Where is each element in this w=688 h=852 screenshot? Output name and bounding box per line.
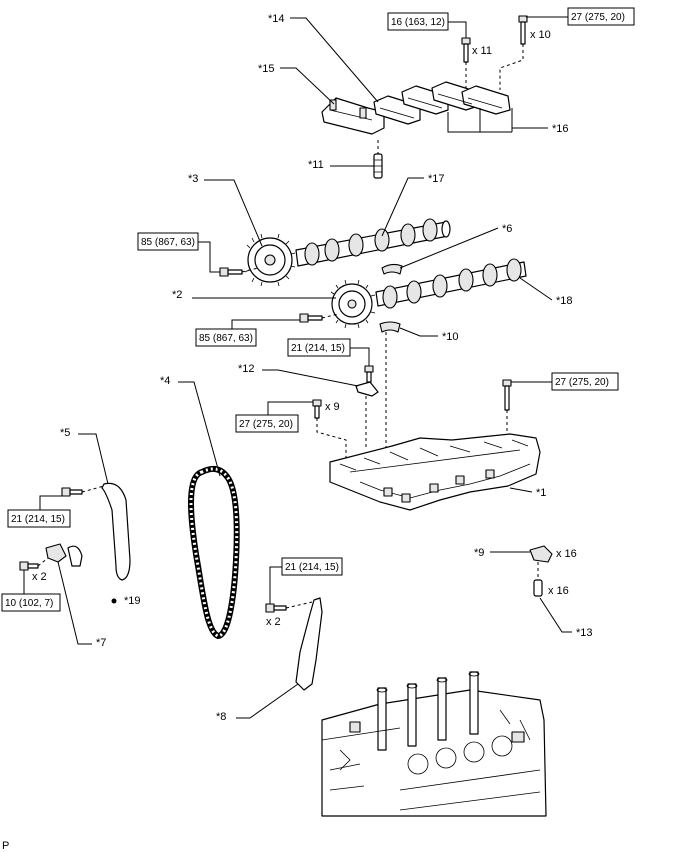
callout-9: *9: [474, 547, 484, 559]
torque-21-bracket-text: 21 (214, 15): [291, 343, 345, 354]
intake-camshaft-timing-gear-3: [244, 233, 296, 287]
callout-10: *10: [442, 331, 459, 343]
callout-17: *17: [428, 173, 445, 185]
bolt-27-nm-right: [502, 379, 512, 411]
torque-box-10: [1, 593, 61, 612]
qty-x2-slipper: x 2: [266, 616, 281, 628]
torque-85-lower-text: 85 (867, 63): [199, 333, 253, 344]
callout-18: *18: [556, 295, 573, 307]
callout-11: *11: [308, 159, 324, 171]
torque-27-x9-text: 27 (275, 20): [239, 419, 293, 430]
timing-chain-4: [188, 465, 240, 640]
camshaft-bearing-cap-15: [321, 97, 385, 135]
callout-1: *1: [536, 487, 546, 499]
torque-21-guide-text: 21 (214, 15): [11, 514, 65, 525]
callout-13: *13: [576, 627, 593, 639]
camshaft-housing-1: [329, 433, 541, 511]
torque-box-21-guide: [7, 509, 71, 528]
page-label: P: [2, 840, 9, 852]
bracket-12: [355, 381, 379, 397]
bolt-10-nm: [19, 561, 39, 571]
torque-box-85-lower: [195, 328, 257, 347]
callout-7: *7: [96, 637, 106, 649]
bolt-16-nm: [461, 37, 471, 63]
torque-10-text: 10 (102, 7): [5, 598, 53, 609]
apply-marker-19: [111, 598, 117, 604]
camshaft-18: [375, 258, 527, 309]
gear-bolt-upper: [219, 267, 243, 277]
bolt-21-nm-slipper: [265, 603, 287, 613]
chain-tensioner-7: [45, 543, 83, 567]
gear-bolt-lower: [299, 313, 323, 323]
cylinder-block: [321, 671, 547, 817]
bolt-21-nm-guide: [61, 487, 83, 497]
callout-15: *15: [258, 63, 275, 75]
callout-5: *5: [60, 427, 70, 439]
torque-box-27-x9: [235, 414, 299, 433]
bolt-27-nm-top: [518, 15, 528, 45]
callout-3: *3: [188, 173, 198, 185]
callout-2: *2: [172, 289, 182, 301]
qty-x10: x 10: [530, 29, 551, 41]
rocker-arm-9: [529, 545, 553, 563]
qty-x2-tensioner: x 2: [32, 571, 47, 583]
oil-control-valve-plug: [373, 153, 383, 179]
camshaft-17: [295, 218, 451, 267]
camshaft-bearing-6: [381, 263, 403, 275]
callout-19: *19: [124, 595, 141, 607]
callout-16: *16: [552, 123, 569, 135]
chain-slipper-8: [295, 597, 323, 691]
torque-27-right-text: 27 (275, 20): [555, 377, 609, 388]
bolt-27-nm-x9: [312, 399, 322, 419]
torque-16-text: 16 (163, 12): [391, 17, 445, 28]
bolt-21-nm-bracket: [364, 365, 374, 383]
camshaft-bearing-10: [379, 321, 401, 333]
qty-x16-rocker: x 16: [556, 548, 577, 560]
lash-adjuster-13: [533, 579, 543, 597]
callout-6: *6: [502, 223, 512, 235]
callout-12: *12: [238, 363, 255, 375]
exhaust-camshaft-timing-gear-2: [330, 279, 376, 329]
qty-x16-adjuster: x 16: [548, 585, 569, 597]
chain-guide-5: [101, 482, 131, 581]
camshaft-bearing-cap-14: [373, 81, 511, 125]
torque-27-top-text: 27 (275, 20): [571, 12, 625, 23]
torque-85-upper-text: 85 (867, 63): [141, 237, 195, 248]
callout-14: *14: [268, 13, 285, 25]
qty-x9: x 9: [325, 401, 340, 413]
torque-21-slipper-text: 21 (214, 15): [285, 562, 339, 573]
qty-x11: x 11: [472, 45, 492, 57]
callout-4: *4: [160, 375, 170, 387]
callout-8: *8: [216, 711, 226, 723]
